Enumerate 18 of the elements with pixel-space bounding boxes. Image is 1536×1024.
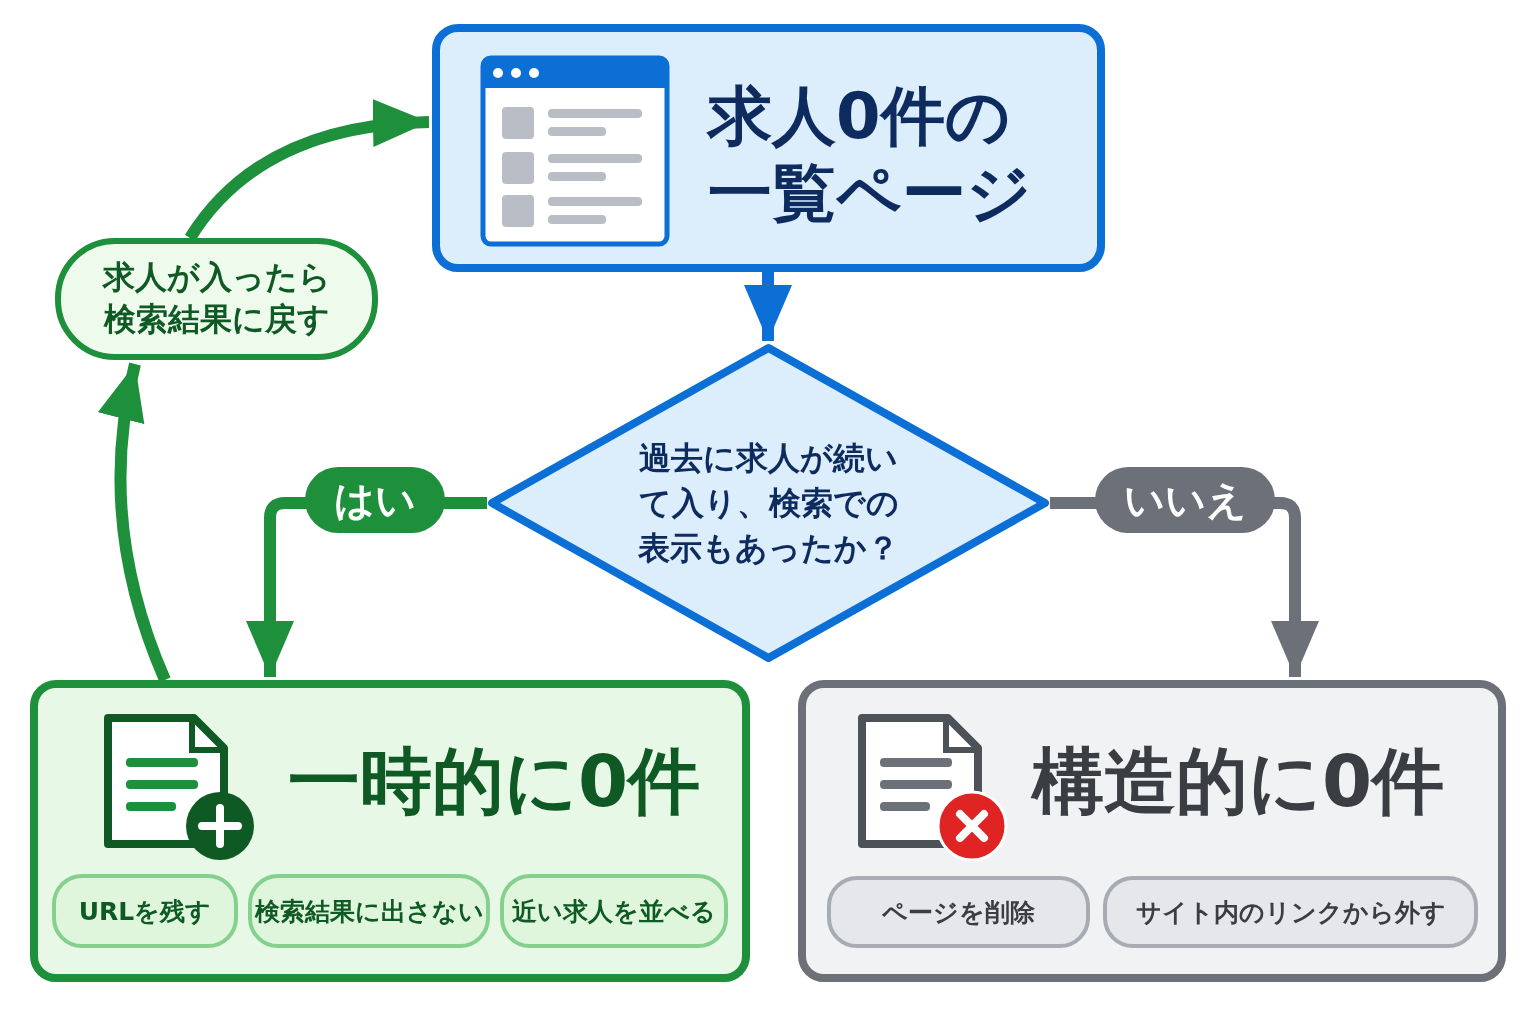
box-title: 求人が入ったら検索結果に戻す <box>101 257 332 340</box>
box-title: 一時的に0件 <box>288 738 701 825</box>
box-title: 過去に求人が続いて入り、検索での表示もあったか？ <box>637 437 900 569</box>
page-box <box>432 24 1105 272</box>
action-pill: ページを削除 <box>827 876 1090 948</box>
decision-diamond <box>487 343 1050 663</box>
result-box <box>30 680 750 982</box>
action-pill: 近い求人を並べる <box>500 874 728 948</box>
box-title: 求人0件の一覧ページ <box>708 78 1033 232</box>
action-pill: 検索結果に出さない <box>248 874 490 948</box>
action-pill: サイト内のリンクから外す <box>1103 876 1478 948</box>
arrow <box>744 272 792 341</box>
arrow <box>99 362 171 683</box>
result-box <box>798 680 1506 982</box>
edge-label: はい <box>305 467 445 533</box>
box-title: 構造的に0件 <box>1032 738 1445 825</box>
action-pill: URLを残す <box>52 874 238 948</box>
edge-label: いいえ <box>1095 467 1275 533</box>
